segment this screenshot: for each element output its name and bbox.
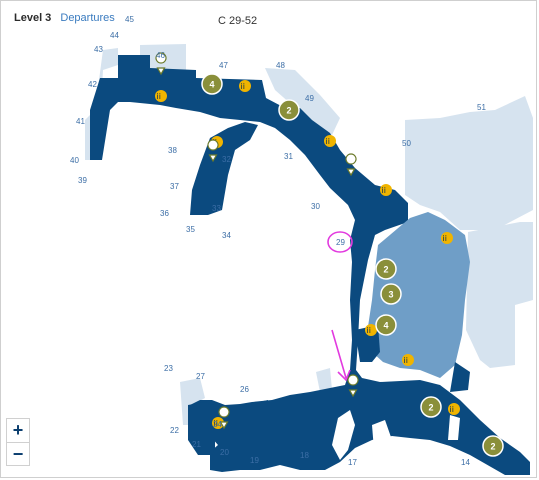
svg-text:4: 4 [383,321,388,331]
gate-label: 23 [164,364,173,373]
pin-icon[interactable] [347,374,359,398]
restroom-icon: ii [365,324,377,336]
restroom-icon: ii [239,80,251,92]
zoom-out-button[interactable]: − [6,442,30,466]
svg-text:ii: ii [404,356,408,365]
gate-label: 49 [305,94,314,103]
restroom-icon: ii [402,354,414,366]
gate-label: 51 [477,103,486,112]
restroom-icon: ii [155,90,167,102]
gate-label: 50 [402,139,411,148]
gate-label: 45 [125,15,134,24]
svg-text:ii: ii [443,234,447,243]
annotation [327,231,353,382]
highlight-arrow [331,329,351,382]
gate-label: 21 [192,440,201,449]
gate-label: 37 [170,182,179,191]
gate-label: 32 [222,155,231,164]
gate-label: 18 [300,451,309,460]
svg-text:2: 2 [490,442,495,452]
location-pins[interactable] [155,52,359,430]
gate-label: 33 [212,204,221,213]
gate-label: 14 [461,458,470,467]
gate-label: 20 [220,448,229,457]
ghost-areas [85,44,533,425]
gate-labels: 14 17 18 19 20 21 22 24 23 27 26 29 30 3… [70,15,486,467]
svg-text:3: 3 [388,290,393,300]
map-header: Level 3 Departures [14,12,115,24]
gate-label: 27 [196,372,205,381]
restroom-icon: ii [448,403,460,415]
restroom-icon: ii [441,232,453,244]
gate-label: 35 [186,225,195,234]
gate-label: 42 [88,80,97,89]
badge[interactable]: 2 [375,258,397,280]
gate-label: 36 [160,209,169,218]
departures-link[interactable]: Departures [60,12,115,24]
badge[interactable]: 2 [482,435,504,457]
badge[interactable]: 4 [201,73,223,95]
terminal-dark [90,55,530,475]
zoom-in-button[interactable]: + [6,418,30,442]
gate-label: 26 [240,385,249,394]
svg-text:2: 2 [286,106,291,116]
svg-text:ii: ii [382,186,386,195]
svg-text:2: 2 [383,265,388,275]
highlight-circle [327,231,353,253]
svg-text:ii: ii [367,326,371,335]
gate-label: 22 [170,426,179,435]
gate-label: 39 [78,176,87,185]
gate-label: 19 [250,456,259,465]
level-label: Level 3 [14,12,52,24]
svg-text:ii: ii [214,419,218,428]
badge[interactable]: 4 [375,314,397,336]
terminal-openings [332,410,460,465]
svg-text:2: 2 [428,403,433,413]
gate-label: 43 [94,45,103,54]
concourse-label: C 29-52 [218,15,258,27]
gate-label: 31 [284,152,293,161]
pin-icon[interactable] [207,139,219,163]
svg-text:ii: ii [157,92,161,101]
badge[interactable]: 2 [420,396,442,418]
badge[interactable]: 2 [278,99,300,121]
gate-label: 17 [348,458,357,467]
svg-text:4: 4 [209,80,214,90]
restroom-icon: ii [380,184,392,196]
restroom-icon: ii [324,135,336,147]
gate-label: 48 [276,61,285,70]
gate-label: 30 [311,202,320,211]
badge[interactable]: 3 [380,283,402,305]
gate-label: 34 [222,231,231,240]
pin-icon[interactable] [155,52,167,76]
restroom-icon: ii [212,417,224,429]
pin-icon[interactable] [345,153,357,177]
svg-text:ii: ii [241,82,245,91]
gate-label: 47 [219,61,228,70]
svg-text:ii: ii [326,137,330,146]
gate-label: 44 [110,31,119,40]
amenity-badges[interactable]: 4 2 2 3 4 2 2 [201,73,504,457]
gate-label: 41 [76,117,85,126]
gate-label: 24 [213,420,222,429]
gate-label: 29 [336,238,345,247]
pin-icon[interactable] [218,406,230,430]
gate-label: 46 [156,51,165,60]
gate-label: 38 [168,146,177,155]
svg-text:ii: ii [450,405,454,414]
gate-label: 40 [70,156,79,165]
holdroom-area [355,212,470,392]
